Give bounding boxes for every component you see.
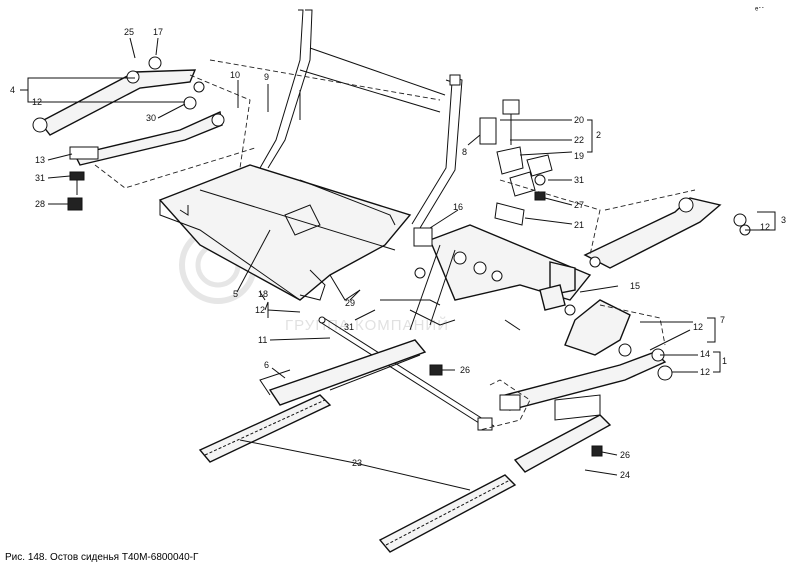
callout-16: 16 xyxy=(453,202,463,212)
seat-back-frame xyxy=(259,9,463,229)
callout-labels: 25 17 4 12 10 9 30 13 31 28 20 22 2 8 19… xyxy=(10,27,786,480)
watermark-text: ГРУППА КОМПАНИЙ xyxy=(285,316,449,334)
callout-11: 11 xyxy=(258,335,267,345)
right-upper-arm xyxy=(583,197,751,269)
callout-31-left: 31 xyxy=(35,173,45,183)
left-rail-lever xyxy=(259,339,443,406)
callout-12-lower-right: 12 xyxy=(693,322,703,332)
callout-30: 30 xyxy=(146,113,156,123)
callout-10: 10 xyxy=(230,70,240,80)
callout-26-mid: 26 xyxy=(460,365,470,375)
callout-5: 5 xyxy=(233,289,238,299)
callout-24: 24 xyxy=(620,470,630,480)
left-upper-arm xyxy=(32,56,225,211)
callout-12: 12 xyxy=(32,97,42,107)
slide-rail-right xyxy=(513,414,612,473)
callout-6: 6 xyxy=(264,360,269,370)
callout-2: 2 xyxy=(596,130,601,140)
callout-28: 28 xyxy=(35,199,45,209)
callout-3: 3 xyxy=(781,215,786,225)
callout-9: 9 xyxy=(264,72,269,82)
callout-31-right: 31 xyxy=(574,175,584,185)
callout-12-right: 12 xyxy=(760,222,770,232)
callout-25: 25 xyxy=(124,27,134,37)
callout-13: 13 xyxy=(35,155,45,165)
callout-18: 18 xyxy=(258,289,268,299)
assembly-guide-lines xyxy=(94,59,696,431)
long-shaft xyxy=(318,316,495,431)
callout-14: 14 xyxy=(700,349,710,359)
fastener-parts-upper-right xyxy=(479,99,553,226)
callout-29: 29 xyxy=(345,298,355,308)
callout-12-bottom-right: 12 xyxy=(700,367,710,377)
callout-leaders xyxy=(20,37,776,491)
corner-mark: ₑ·· xyxy=(755,2,764,12)
callout-4: 4 xyxy=(10,85,15,95)
callout-19: 19 xyxy=(574,151,584,161)
callout-23: 23 xyxy=(352,458,362,468)
callout-27: 27 xyxy=(574,200,584,210)
callout-26-right: 26 xyxy=(620,450,630,460)
slide-rail-lower xyxy=(378,474,517,553)
callout-17: 17 xyxy=(153,27,163,37)
callout-8: 8 xyxy=(462,147,467,157)
slide-rail-upper-left xyxy=(198,394,332,463)
adjust-mechanism xyxy=(299,224,631,356)
callout-20: 20 xyxy=(574,115,584,125)
callout-31-mid: 31 xyxy=(344,322,354,332)
callout-7: 7 xyxy=(720,315,725,325)
callout-12-mid: 12 xyxy=(255,305,265,315)
figure-caption: Рис. 148. Остов сиденья Т40М-6800040-Г xyxy=(5,552,199,563)
callout-1: 1 xyxy=(722,356,727,366)
right-lower-arm xyxy=(499,343,673,421)
callout-21: 21 xyxy=(574,220,584,230)
callout-22: 22 xyxy=(574,135,584,145)
callout-15: 15 xyxy=(630,281,640,291)
seat-base-plate xyxy=(158,164,412,301)
